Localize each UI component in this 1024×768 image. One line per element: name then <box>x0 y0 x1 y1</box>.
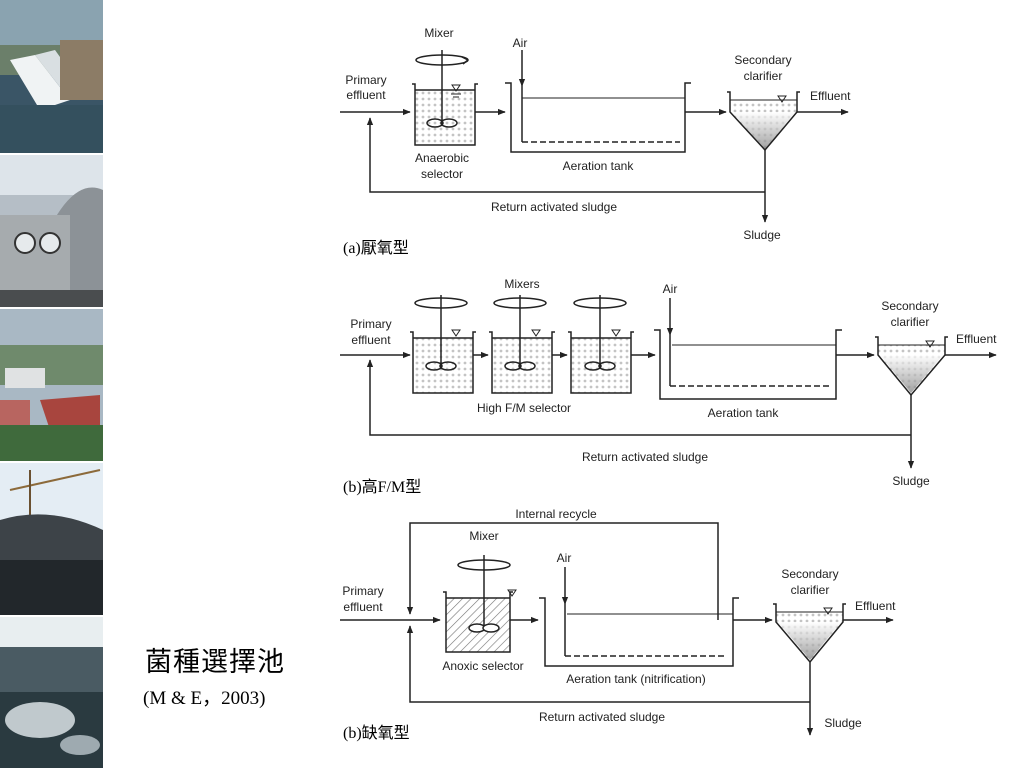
weir-water-photo <box>0 617 103 768</box>
c-effluent-label: Effluent <box>855 599 896 613</box>
c-selector-label: Anoxic selector <box>442 659 523 673</box>
b-primary-label-1: Primary <box>350 317 391 331</box>
a-caption: (a)厭氧型 <box>343 239 409 257</box>
c-sludge-label: Sludge <box>824 716 862 730</box>
a-primary-label-2: effluent <box>346 88 386 102</box>
diagram-c-anoxic <box>340 522 894 736</box>
b-mixers-label: Mixers <box>504 277 539 291</box>
a-aeration-label: Aeration tank <box>563 159 635 173</box>
b-aeration-label: Aeration tank <box>708 406 780 420</box>
slide-reference: (M & E，2003) <box>143 688 266 709</box>
plant-aerial-photo <box>0 309 103 461</box>
c-return-label: Return activated sludge <box>539 710 665 724</box>
b-sludge-label: Sludge <box>892 474 930 488</box>
c-internal-recycle-label: Internal recycle <box>515 507 597 521</box>
c-aeration-label: Aeration tank (nitrification) <box>566 672 705 686</box>
b-clarifier-label-1: Secondary <box>881 299 938 313</box>
a-selector-label-1: Anaerobic <box>415 151 469 165</box>
b-return-label: Return activated sludge <box>582 450 708 464</box>
dome-building-photo <box>0 155 103 307</box>
a-return-label: Return activated sludge <box>491 200 617 214</box>
b-selector-tank-1 <box>410 295 476 394</box>
diagram-b-labels: Mixers Air Primary effluent High F/M sel… <box>343 277 997 496</box>
c-primary-label-2: effluent <box>343 600 383 614</box>
a-air-label: Air <box>513 36 528 50</box>
b-caption: (b)高F/M型 <box>343 478 421 496</box>
c-caption: (b)缺氧型 <box>343 724 410 742</box>
b-air-label: Air <box>663 282 678 296</box>
c-clarifier-label-1: Secondary <box>781 567 838 581</box>
slide-title: 菌種選擇池 <box>145 647 285 678</box>
b-selector-label: High F/M selector <box>477 401 571 415</box>
c-air-label: Air <box>557 551 572 565</box>
a-clarifier-label-1: Secondary <box>734 53 791 67</box>
b-selector-tank-2 <box>489 295 555 394</box>
construction-photo <box>0 463 103 615</box>
diagram-b-high-fm <box>340 295 997 469</box>
a-sludge-label: Sludge <box>743 228 781 242</box>
a-effluent-label: Effluent <box>810 89 851 103</box>
b-effluent-label: Effluent <box>956 332 997 346</box>
a-mixer-label: Mixer <box>424 26 453 40</box>
c-mixer-label: Mixer <box>469 529 498 543</box>
diagram-c-labels: Internal recycle Mixer Air Primary efflu… <box>342 507 896 742</box>
a-primary-label-1: Primary <box>345 73 386 87</box>
spillway-photo <box>0 0 103 153</box>
photo-strip <box>0 0 103 768</box>
a-selector-label-2: selector <box>421 167 463 181</box>
c-primary-label-1: Primary <box>342 584 383 598</box>
diagram-a-anaerobic <box>340 50 849 223</box>
c-clarifier-label-2: clarifier <box>791 583 830 597</box>
b-selector-tank-3 <box>568 295 634 394</box>
b-clarifier-label-2: clarifier <box>891 315 930 329</box>
diagram-a-labels: Mixer Air Primary effluent Anaerobic sel… <box>343 26 851 257</box>
a-clarifier-label-2: clarifier <box>744 69 783 83</box>
b-primary-label-2: effluent <box>351 333 391 347</box>
